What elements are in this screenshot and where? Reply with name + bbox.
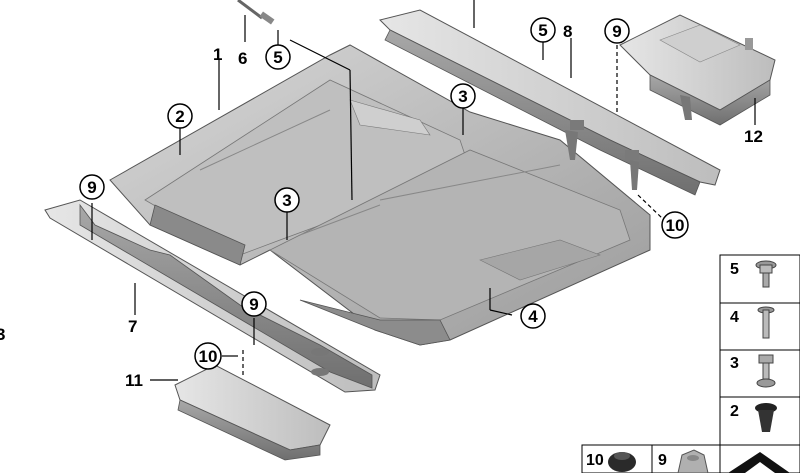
label-11: 11 xyxy=(125,371,143,390)
callout-9-top: 9 xyxy=(604,18,630,44)
callout-2: 2 xyxy=(167,103,193,129)
floor-pan xyxy=(109,44,651,346)
legend-label-2: 2 xyxy=(730,403,739,420)
callout-10-right: 10 xyxy=(661,211,689,239)
nut-icon xyxy=(608,452,636,472)
label-7: 7 xyxy=(128,317,137,336)
callout-3-top: 3 xyxy=(450,83,476,109)
legend-label-5: 5 xyxy=(730,261,739,278)
legend-label-3: 3 xyxy=(730,355,739,372)
legend-label-9: 9 xyxy=(658,452,667,469)
leader-lines xyxy=(91,0,756,381)
circled-callouts: 5 2 3 3 4 5 9 10 xyxy=(79,17,689,370)
bracket-11 xyxy=(174,364,331,461)
svg-text:9: 9 xyxy=(612,22,621,41)
legend-label-10: 10 xyxy=(586,452,604,469)
bolt-icon xyxy=(755,260,777,288)
callout-4: 4 xyxy=(520,303,546,329)
screw-icon xyxy=(757,306,775,339)
callout-9-left: 9 xyxy=(79,174,105,200)
label-1: 1 xyxy=(213,45,222,64)
svg-text:4: 4 xyxy=(528,307,538,326)
svg-text:3: 3 xyxy=(458,87,467,106)
svg-text:3: 3 xyxy=(282,191,291,210)
plain-labels: 1 6 8 12 7 11 3 xyxy=(0,22,763,390)
clip-nut-icon xyxy=(677,449,709,473)
hex-bolt-icon xyxy=(756,354,776,388)
rod-6 xyxy=(237,0,275,25)
callout-3-mid: 3 xyxy=(274,187,300,213)
fastener-legend: 5 4 3 2 10 9 xyxy=(581,254,800,473)
svg-text:5: 5 xyxy=(538,21,547,40)
bracket-12 xyxy=(619,14,776,126)
label-3-edge: 3 xyxy=(0,325,5,344)
svg-text:2: 2 xyxy=(175,107,184,126)
push-clip-icon xyxy=(755,403,777,432)
svg-text:9: 9 xyxy=(249,295,258,314)
svg-text:5: 5 xyxy=(273,48,282,67)
svg-text:9: 9 xyxy=(87,178,96,197)
callout-9-bottom: 9 xyxy=(241,291,267,317)
callout-10-left: 10 xyxy=(194,342,222,370)
right-rail xyxy=(379,9,721,196)
callout-5-right: 5 xyxy=(530,17,556,43)
callout-5-top: 5 xyxy=(265,44,291,70)
left-rail xyxy=(44,199,381,393)
label-8: 8 xyxy=(563,22,572,41)
svg-text:10: 10 xyxy=(199,347,218,366)
arrow-icon xyxy=(728,452,790,473)
svg-text:10: 10 xyxy=(666,216,685,235)
label-12: 12 xyxy=(744,127,763,146)
label-6: 6 xyxy=(238,49,247,68)
legend-label-4: 4 xyxy=(730,309,739,326)
